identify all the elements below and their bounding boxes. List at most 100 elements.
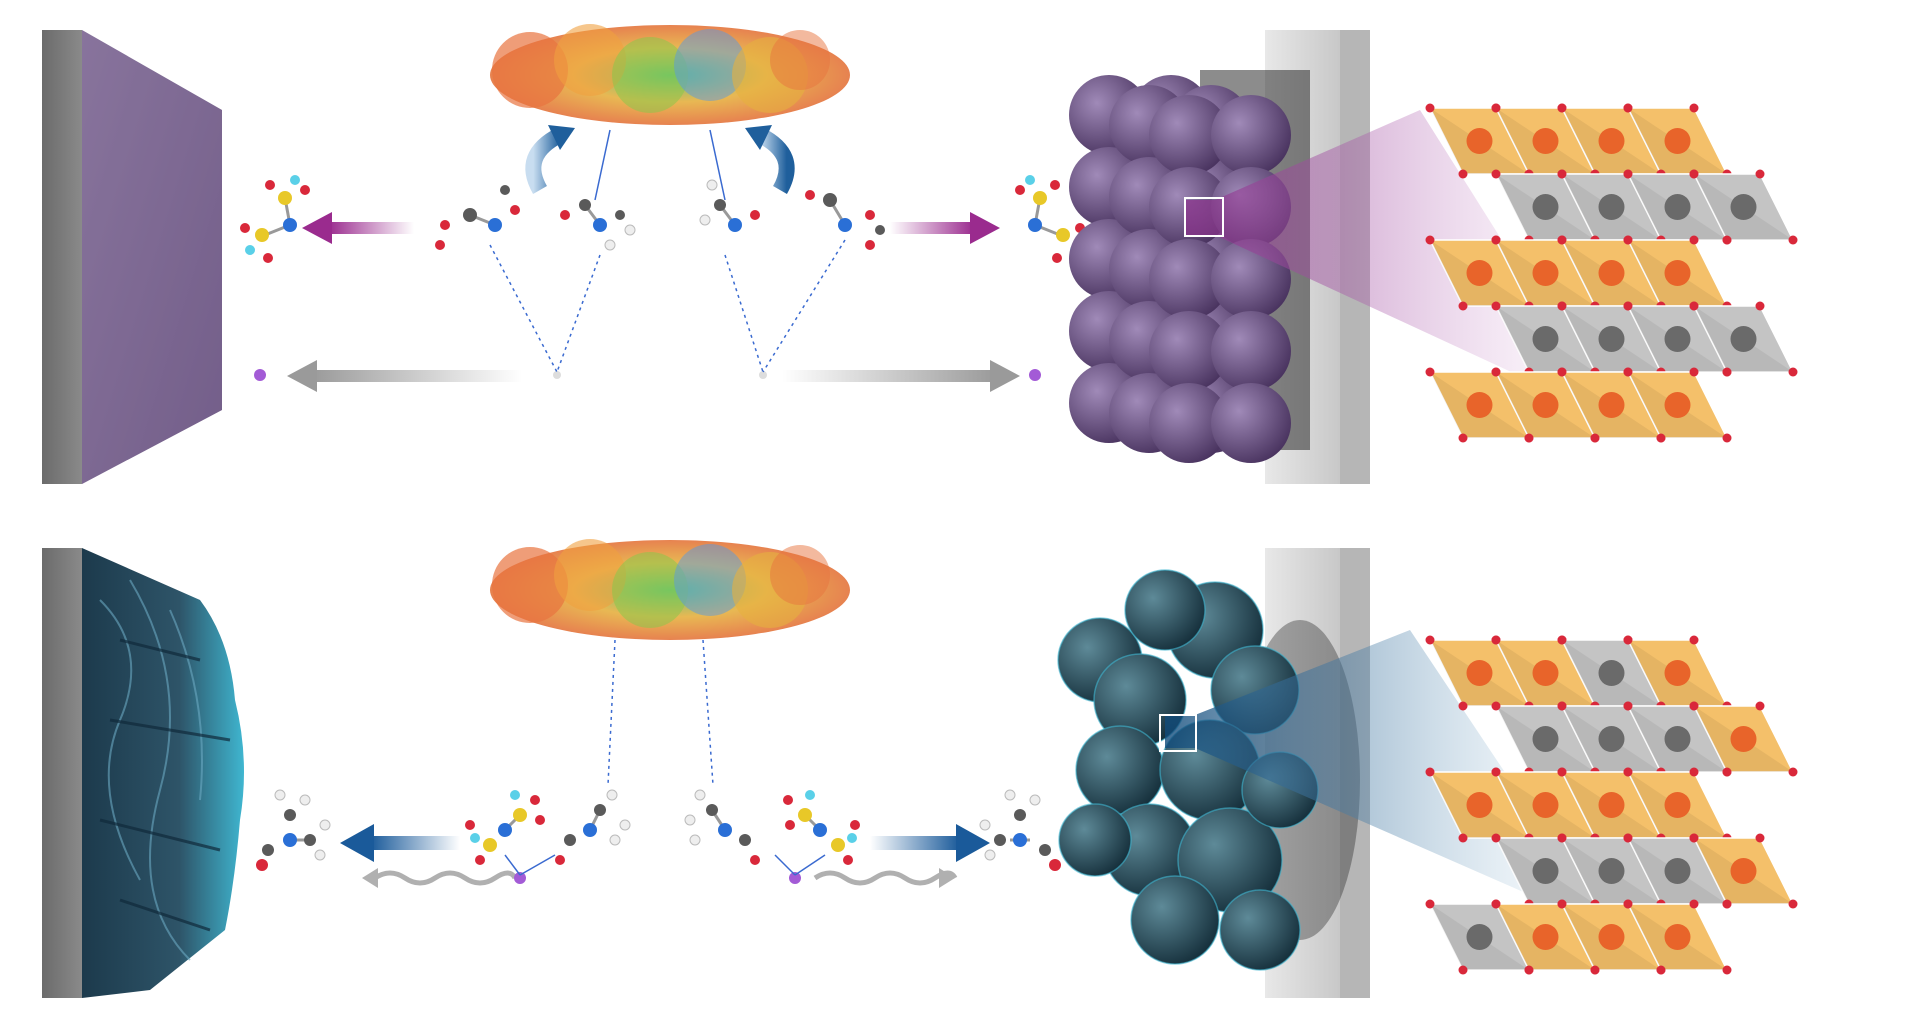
bottom-crystal-lattice (1425, 635, 1798, 975)
oxygen-atom (1458, 301, 1468, 311)
oxygen-atom (1557, 367, 1567, 377)
oxygen-atom (1491, 103, 1501, 113)
oxygen-atom (1557, 899, 1567, 909)
metal-atom (1466, 128, 1493, 154)
metal-atom (1730, 326, 1757, 352)
oxygen-atom (1458, 833, 1468, 843)
metal-atom (1466, 392, 1493, 418)
metal-atom (1598, 392, 1625, 418)
oxygen-atom (1788, 235, 1798, 245)
metal-atom (1598, 726, 1625, 752)
metal-atom (1664, 726, 1691, 752)
oxygen-atom (1491, 767, 1501, 777)
metal-atom (1664, 194, 1691, 220)
particle-sphere (1149, 383, 1229, 463)
oxygen-atom (1458, 433, 1468, 443)
oxygen-atom (1788, 367, 1798, 377)
oxygen-atom (1722, 767, 1732, 777)
oxygen-atom (1557, 635, 1567, 645)
oxygen-atom (1689, 367, 1699, 377)
particle-sphere (1149, 239, 1229, 319)
oxygen-atom (1755, 833, 1765, 843)
particle-sphere (1149, 311, 1229, 391)
metal-atom (1532, 392, 1559, 418)
oxygen-atom (1557, 169, 1567, 179)
rotation-arrows (525, 125, 795, 194)
oxygen-atom (1425, 103, 1435, 113)
metal-atom (1664, 128, 1691, 154)
oxygen-atom (1689, 235, 1699, 245)
metal-atom (1598, 260, 1625, 286)
lithium-ion (789, 872, 801, 884)
particle-sphere (1149, 95, 1229, 175)
oxygen-atom (1491, 833, 1501, 843)
oxygen-atom (1689, 301, 1699, 311)
lithium-ion (1029, 369, 1041, 381)
top-crystal-lattice (1425, 103, 1798, 443)
oxygen-atom (1623, 701, 1633, 711)
particle-sphere (1211, 95, 1291, 175)
oxygen-atom (1425, 767, 1435, 777)
bottom-zoom-box (1159, 714, 1197, 752)
metal-atom (1664, 326, 1691, 352)
oxygen-atom (1425, 235, 1435, 245)
top-particle-stack (1069, 75, 1291, 463)
oxygen-atom (1491, 899, 1501, 909)
metal-atom (1532, 194, 1559, 220)
metal-atom (1664, 260, 1691, 286)
oxygen-atom (1590, 433, 1600, 443)
metal-atom (1532, 792, 1559, 818)
top-panel (42, 24, 1798, 484)
oxygen-atom (1623, 235, 1633, 245)
metal-atom (1532, 924, 1559, 950)
bottom-zoom-beam (1165, 630, 1610, 930)
particle-sphere (1124, 569, 1206, 651)
metal-atom (1598, 194, 1625, 220)
oxygen-atom (1656, 965, 1666, 975)
oxygen-atom (1722, 899, 1732, 909)
oxygen-atom (1689, 899, 1699, 909)
oxygen-atom (1722, 235, 1732, 245)
metal-atom (1664, 858, 1691, 884)
oxygen-atom (1722, 367, 1732, 377)
oxygen-atom (1623, 767, 1633, 777)
oxygen-atom (1425, 367, 1435, 377)
oxygen-atom (1788, 767, 1798, 777)
oxygen-atom (1425, 899, 1435, 909)
oxygen-atom (1524, 433, 1534, 443)
oxygen-atom (1689, 767, 1699, 777)
bottom-panel (42, 539, 1798, 998)
metal-atom (1730, 858, 1757, 884)
oxygen-atom (1425, 635, 1435, 645)
lithium-ion (553, 371, 561, 379)
bottom-left-electrode (42, 548, 244, 998)
oxygen-atom (1689, 833, 1699, 843)
oxygen-atom (1623, 367, 1633, 377)
oxygen-atom (1491, 635, 1501, 645)
particle-sphere (1219, 889, 1301, 971)
top-zoom-box (1184, 197, 1224, 237)
metal-atom (1532, 858, 1559, 884)
top-left-arrows (287, 212, 522, 392)
metal-atom (1730, 194, 1757, 220)
metal-atom (1532, 326, 1559, 352)
oxygen-atom (1689, 103, 1699, 113)
metal-atom (1598, 326, 1625, 352)
particle-sphere (1058, 803, 1132, 877)
oxygen-atom (1755, 169, 1765, 179)
metal-atom (1598, 858, 1625, 884)
solvent-molecules-top (435, 179, 885, 251)
oxygen-atom (1788, 899, 1798, 909)
bottom-right-arrows (813, 824, 990, 888)
metal-atom (1730, 726, 1757, 752)
lithium-ion (759, 371, 767, 379)
metal-atom (1466, 924, 1493, 950)
esp-surface-molecule (490, 24, 850, 125)
oxygen-atom (1557, 301, 1567, 311)
oxygen-atom (1689, 635, 1699, 645)
oxygen-atom (1557, 701, 1567, 711)
metal-atom (1664, 924, 1691, 950)
oxygen-atom (1755, 301, 1765, 311)
oxygen-atom (1491, 235, 1501, 245)
oxygen-atom (1557, 833, 1567, 843)
